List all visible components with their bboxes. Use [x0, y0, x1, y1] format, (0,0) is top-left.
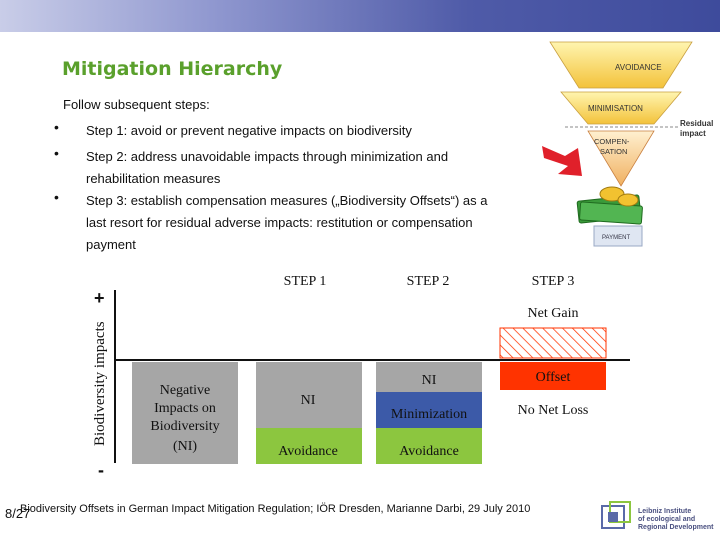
- minimisation-label: MINIMISATION: [588, 104, 643, 113]
- bullet-icon: •: [54, 145, 59, 161]
- step2-ni-label: NI: [422, 373, 437, 388]
- header-bar: [0, 0, 720, 32]
- avoidance-label: AVOIDANCE: [615, 63, 662, 72]
- slide-title: Mitigation Hierarchy: [62, 58, 283, 80]
- step1-ni-label: NI: [301, 393, 316, 408]
- step-3-header: STEP 3: [532, 274, 575, 289]
- footer-citation: Biodiversity Offsets in German Impact Mi…: [20, 503, 531, 515]
- logo-text: Leibniz Institute of ecological and Regi…: [638, 508, 714, 531]
- step1-avoidance-bar: [256, 428, 362, 464]
- step2-ni-bar: [376, 362, 482, 392]
- residual-label-1: Residual: [680, 119, 713, 128]
- minimisation-tier: [560, 91, 682, 125]
- y-axis-label: Biodiversity impacts: [92, 321, 108, 446]
- bullet-icon: •: [54, 119, 59, 135]
- negative-impacts-label: Impacts on: [154, 401, 216, 416]
- step-2-header: STEP 2: [407, 274, 450, 289]
- net-gain-bar: [499, 327, 607, 359]
- compensation-label-2: SATION: [600, 147, 627, 156]
- step2-avoidance-bar: [376, 428, 482, 464]
- residual-label-2: impact: [680, 129, 706, 138]
- step2-minimization-label: Minimization: [391, 407, 467, 422]
- step-2-text: Step 2: address unavoidable impacts thro…: [86, 149, 449, 186]
- step2-avoidance-label: Avoidance: [399, 444, 459, 459]
- step-1-text: Step 1: avoid or prevent negative impact…: [86, 123, 412, 138]
- negative-impacts-label: Biodiversity: [150, 419, 219, 434]
- net-gain-label: Net Gain: [528, 306, 579, 321]
- money-icon: [576, 186, 643, 225]
- payment-label: PAYMENT: [602, 235, 630, 241]
- no-net-loss-label: No Net Loss: [518, 403, 589, 418]
- step2-minimization-bar: [376, 392, 482, 428]
- bullet-icon: •: [54, 189, 59, 205]
- page-number: 8/27: [5, 506, 31, 521]
- red-arrow-icon: [542, 146, 582, 176]
- offset-bar: [500, 362, 606, 390]
- ioer-logo-icon: [601, 501, 631, 529]
- step1-avoidance-label: Avoidance: [278, 444, 338, 459]
- step-1-header: STEP 1: [284, 274, 327, 289]
- negative-impacts-label: (NI): [173, 439, 197, 454]
- offset-label: Offset: [536, 370, 571, 385]
- payment-box: [593, 225, 643, 247]
- minus-sign: -: [98, 460, 104, 480]
- step-3-text: Step 3: establish compensation measures …: [86, 193, 488, 252]
- negative-impacts-bar: [132, 362, 238, 464]
- compensation-label-1: COMPEN-: [594, 137, 630, 146]
- biodiversity-step-diagram: Biodiversity impacts + - STEP 1 STEP 2 S…: [92, 274, 630, 480]
- avoidance-tier: [549, 41, 693, 89]
- compensation-tier: [587, 130, 655, 187]
- intro-text: Follow subsequent steps:: [63, 97, 210, 112]
- plus-sign: +: [94, 288, 105, 308]
- mitigation-pyramid: AVOIDANCE MINIMISATION COMPEN- SATION Re…: [542, 41, 713, 247]
- step1-ni-bar: [256, 362, 362, 428]
- negative-impacts-label: Negative: [160, 383, 211, 398]
